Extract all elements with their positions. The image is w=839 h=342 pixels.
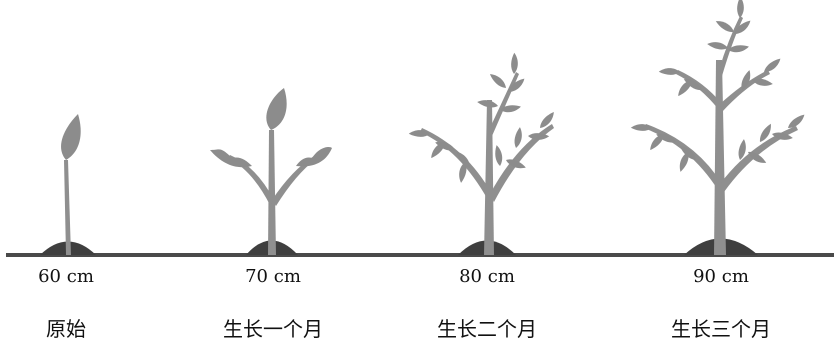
stage-label-2: 生长一个月 xyxy=(223,317,323,341)
ground-line xyxy=(6,253,834,257)
leaf xyxy=(266,88,287,130)
branch xyxy=(272,156,316,206)
stage-label-1: 原始 xyxy=(46,317,86,341)
leaf-cluster xyxy=(408,52,558,183)
branch xyxy=(490,124,554,202)
branch xyxy=(644,124,722,190)
plant-stage-1 xyxy=(40,114,96,255)
stem xyxy=(268,130,276,255)
height-label-stage-4: 90 cm xyxy=(693,266,749,287)
branch xyxy=(420,128,492,200)
leaf xyxy=(61,114,81,160)
branch xyxy=(720,126,798,192)
stem xyxy=(484,100,494,255)
stage-label-3: 生长二个月 xyxy=(437,317,537,341)
plant-stage-3 xyxy=(408,52,558,255)
stem xyxy=(64,160,71,255)
height-label-stage-2: 70 cm xyxy=(245,266,301,287)
plant-stage-2 xyxy=(210,88,332,255)
height-label-stage-1: 60 cm xyxy=(38,266,94,287)
stem xyxy=(714,60,726,255)
leaf xyxy=(210,149,252,168)
stage-label-4: 生长三个月 xyxy=(671,317,771,341)
leaf xyxy=(296,147,332,167)
plant-stage-4 xyxy=(630,0,808,255)
height-label-stage-3: 80 cm xyxy=(459,266,515,287)
